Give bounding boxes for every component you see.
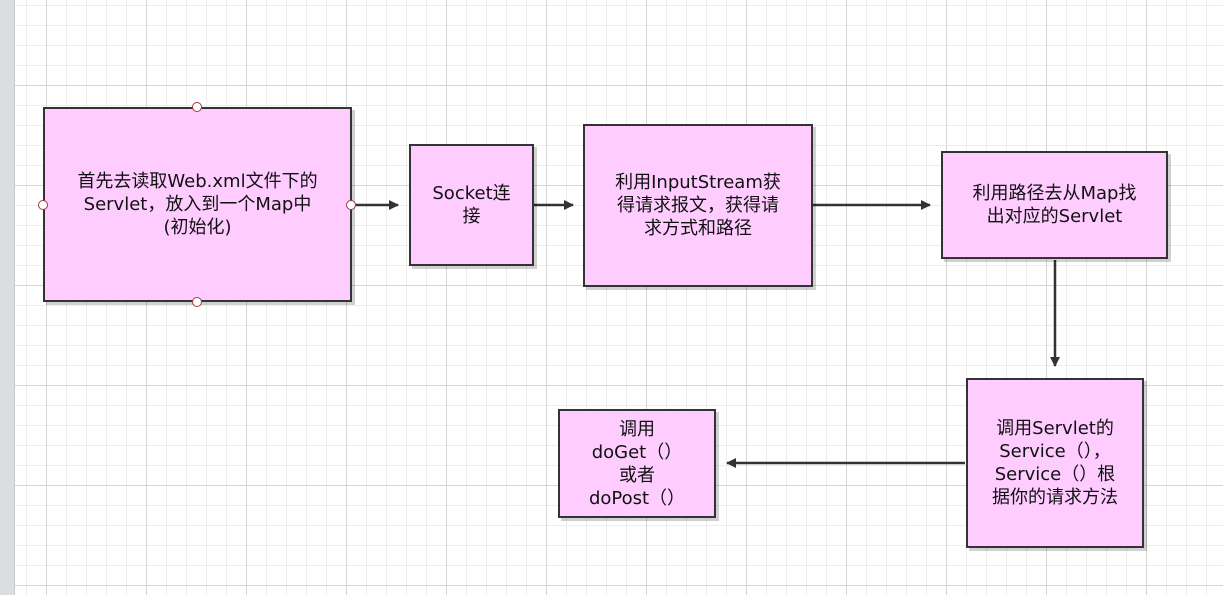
node-init-servlet-map[interactable]: 首先去读取Web.xml文件下的 Servlet，放入到一个Map中 (初始化) [43,107,352,302]
node-socket-connect-label: Socket连 接 [432,183,511,227]
node-inputstream-parse[interactable]: 利用InputStream获 得请求报文，获得请 求方式和路径 [583,124,813,287]
node-map-lookup[interactable]: 利用路径去从Map找 出对应的Servlet [941,151,1168,259]
node-map-lookup-label: 利用路径去从Map找 出对应的Servlet [972,183,1137,227]
node-servlet-service[interactable]: 调用Servlet的 Service（）， Service（）根 据你的请求方法 [966,378,1144,548]
selection-handle-top[interactable] [192,102,202,112]
selection-handle-right[interactable] [346,200,356,210]
node-servlet-service-label: 调用Servlet的 Service（）， Service（）根 据你的请求方法 [992,418,1118,508]
node-doget-dopost[interactable]: 调用 doGet（） 或者 doPost（） [558,409,716,518]
node-doget-dopost-label: 调用 doGet（） 或者 doPost（） [588,418,686,509]
node-init-servlet-map-label: 首先去读取Web.xml文件下的 Servlet，放入到一个Map中 (初始化) [77,171,318,238]
left-panel-edge [0,0,15,595]
selection-handle-left[interactable] [38,200,48,210]
selection-handle-bottom[interactable] [192,297,202,307]
node-socket-connect[interactable]: Socket连 接 [409,144,534,266]
node-inputstream-parse-label: 利用InputStream获 得请求报文，获得请 求方式和路径 [615,172,781,239]
